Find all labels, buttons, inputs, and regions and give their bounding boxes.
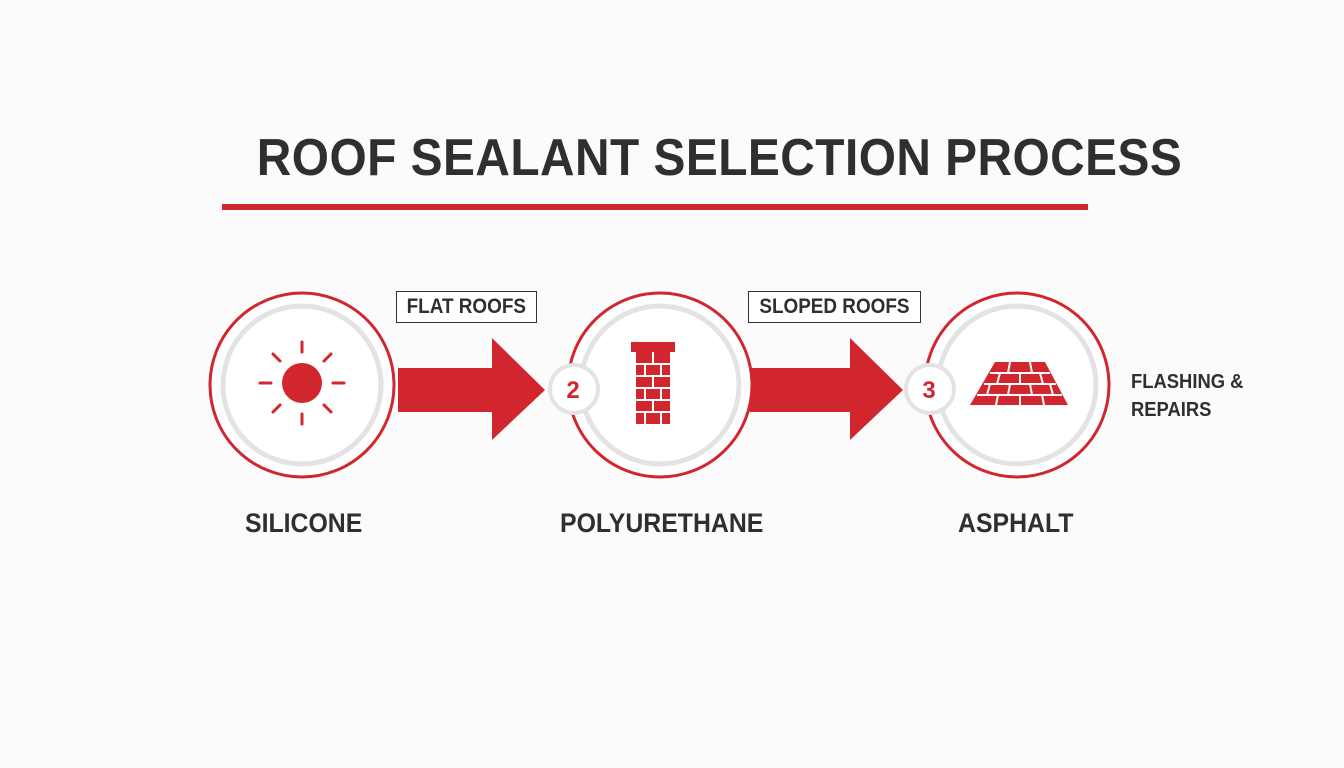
- arrow-2: [750, 338, 903, 440]
- chimney-icon: [631, 342, 675, 424]
- side-note: FLASHING & REPAIRS: [1131, 368, 1311, 424]
- page-title: ROOF SEALANT SELECTION PROCESS: [256, 129, 1183, 187]
- step-3-name: ASPHALT: [958, 508, 1074, 538]
- step-3-number: 3: [922, 377, 935, 404]
- step-2-name: POLYURETHANE: [560, 508, 764, 538]
- connector-label-flat-roofs: FLAT ROOFS: [396, 291, 537, 323]
- step-2-number: 2: [566, 377, 579, 404]
- sun-icon: [258, 340, 346, 426]
- side-note-line-1: FLASHING &: [1131, 371, 1244, 393]
- step-2-number-badge: 2: [548, 363, 600, 415]
- connector-label-sloped-roofs: SLOPED ROOFS: [748, 291, 921, 323]
- step-1-name: SILICONE: [245, 508, 363, 538]
- roof-shingles-icon: [970, 361, 1068, 406]
- step-3-number-badge: 3: [904, 363, 956, 415]
- title-underline: [222, 204, 1088, 210]
- side-note-line-2: REPAIRS: [1131, 399, 1212, 421]
- arrow-1: [398, 338, 545, 440]
